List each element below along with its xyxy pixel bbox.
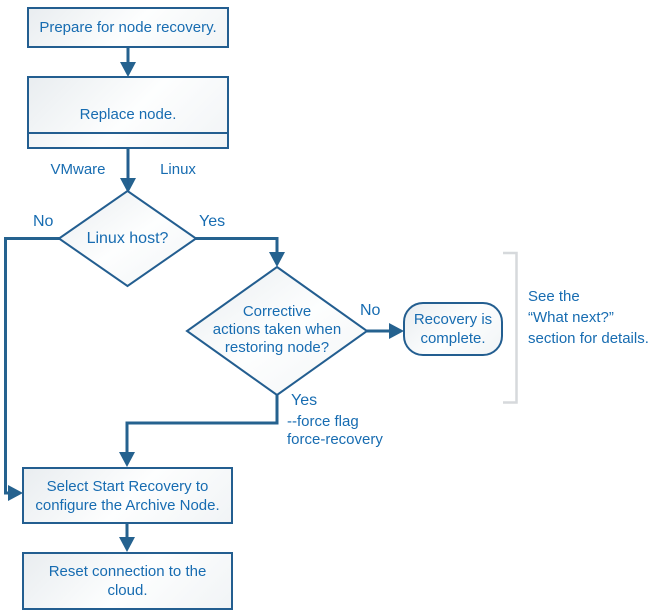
edge-yes1-to-corrective [193, 237, 279, 255]
process-replace-node-table: Replace node. VMware Linux [27, 76, 229, 185]
edge-label-no-linux-host: No [33, 213, 54, 230]
arrowhead-into-corrective [269, 252, 285, 267]
edge-no1-to-select [4, 237, 62, 495]
arrowhead-into-complete [389, 323, 404, 339]
decision-linux-host-label: Linux host? [86, 230, 169, 247]
decision-linux-host-shape [57, 189, 198, 288]
arrowhead-no1-into-select [8, 485, 23, 501]
edge-yes2-to-select [125, 393, 279, 455]
arrowhead-yes2-into-select [119, 452, 135, 467]
replace-node-label: Replace node. [79, 106, 177, 123]
process-prepare-label: Prepare for node recovery. [39, 19, 217, 36]
replace-node-header-cell: Replace node. [29, 97, 227, 134]
edge-label-yes-linux-host: Yes [199, 213, 226, 230]
annotation-see-what-next: See the “What next?” section for details… [528, 288, 649, 347]
process-reset-connection-label: Reset connection to the cloud. [48, 563, 207, 599]
edge-label-force-recovery: force-recovery [287, 431, 383, 448]
edge-label-no-corrective: No [360, 302, 381, 319]
annotation-bracket [503, 251, 518, 404]
cell-vmware-label: VMware [50, 160, 106, 178]
terminator-recovery-complete-label: Recovery is complete. [413, 311, 493, 347]
process-select-start-recovery: Select Start Recovery to configure the A… [22, 467, 233, 524]
terminator-recovery-complete: Recovery is complete. [403, 302, 503, 356]
decision-corrective-actions-shape [185, 265, 369, 397]
edge-label-yes-corrective: Yes [291, 392, 318, 409]
cell-linux: Linux [129, 153, 227, 185]
replace-node-options-row: VMware Linux [29, 153, 227, 185]
cell-linux-label: Linux [160, 160, 196, 178]
process-select-start-recovery-label: Select Start Recovery to configure the A… [35, 477, 220, 514]
arrowhead-into-replace [120, 62, 136, 77]
arrowhead-into-reset [119, 537, 135, 552]
decision-corrective-actions-label: Corrective actions taken when restoring … [212, 303, 342, 356]
arrowhead-into-linuxhost [120, 178, 136, 193]
edge-label-force-flag: --force flag [287, 413, 359, 430]
process-prepare-node-recovery: Prepare for node recovery. [27, 7, 229, 48]
process-reset-connection: Reset connection to the cloud. [22, 552, 233, 610]
cell-vmware: VMware [29, 153, 129, 185]
